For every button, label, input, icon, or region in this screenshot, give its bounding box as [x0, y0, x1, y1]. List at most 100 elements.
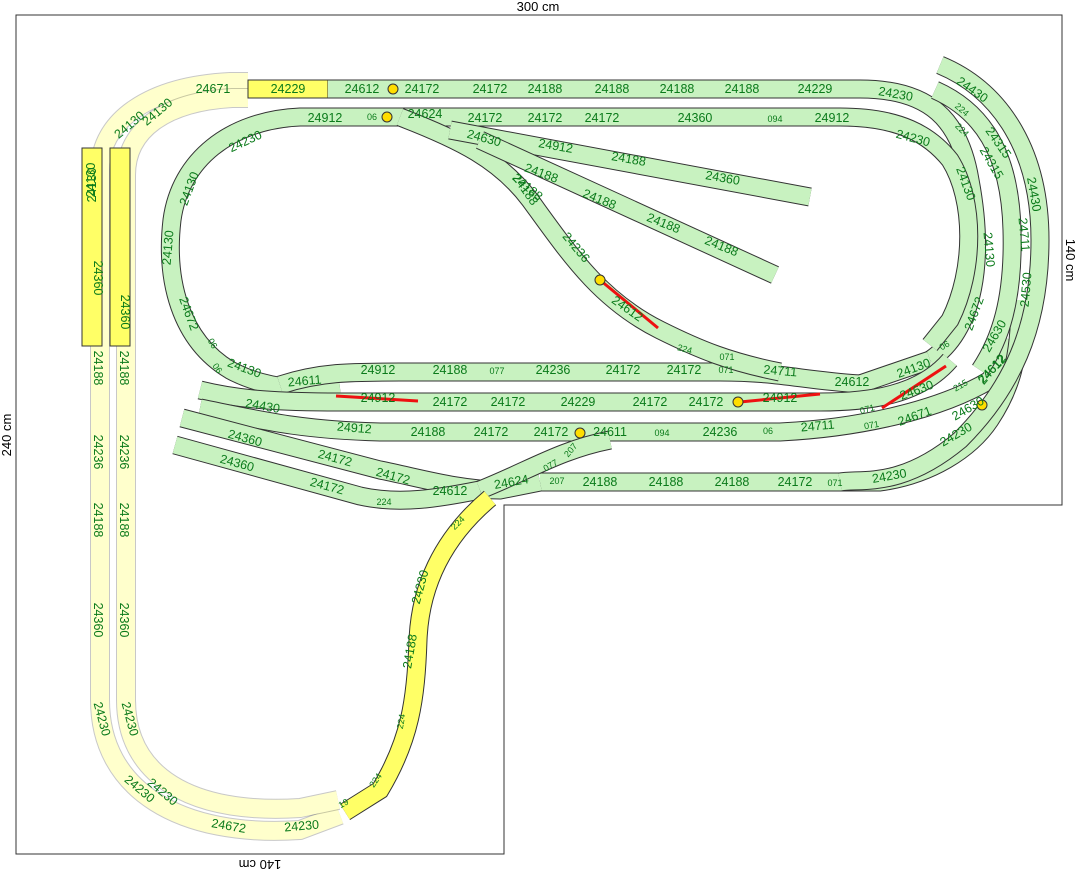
track-piece-label: 24130	[980, 232, 997, 268]
track-piece-label: 06	[367, 112, 377, 122]
track-piece-label: 24612	[835, 375, 870, 389]
lower-row	[198, 335, 1019, 442]
inner-top-row	[277, 351, 934, 395]
track-piece-label: 24172	[474, 425, 509, 439]
track-piece-label: 24671	[196, 82, 231, 96]
track-piece-label: 24912	[763, 391, 798, 405]
yellow-straight-left-a	[81, 147, 103, 347]
track-piece-label: 24188	[400, 633, 420, 670]
track-piece-label: 24711	[1016, 217, 1033, 252]
track-piece-label: 24612	[433, 484, 468, 498]
track-piece-label: 24188	[725, 82, 760, 96]
dimension-left: 240 cm	[0, 414, 14, 457]
yellow-branch-down	[339, 490, 497, 821]
track-piece-label: 24430	[1024, 176, 1044, 213]
track-piece-label: 207	[549, 476, 564, 486]
outer-oval	[328, 79, 986, 368]
track-piece-label: 24711	[800, 418, 835, 435]
track-piece-label: 24188	[91, 503, 105, 538]
track-piece-label: 24172	[689, 395, 724, 409]
left-return-loop	[90, 72, 344, 841]
track-piece-label: 071	[859, 402, 876, 416]
track-piece-label: 24360	[118, 295, 132, 330]
track-piece-label: 24172	[528, 111, 563, 125]
track-piece-label: 24172	[473, 82, 508, 96]
track-piece-label: 24188	[583, 475, 618, 489]
track-piece-label: 24172	[491, 395, 526, 409]
track-piece-label: 24360	[91, 261, 105, 296]
track-piece-label: 24236	[536, 363, 571, 377]
track-piece-label: 24360	[117, 603, 131, 638]
track-piece-label: 24360	[678, 111, 713, 125]
track-piece-label: 24912	[361, 363, 396, 377]
track-piece-label: 24188	[610, 149, 647, 169]
track-piece-label: 24188	[649, 475, 684, 489]
track-piece-label: 24611	[287, 373, 322, 390]
track-piece-label: 24236	[703, 425, 738, 439]
track-piece-label: 24230	[284, 818, 320, 835]
track-piece-label: 071	[863, 419, 880, 431]
left-staging	[172, 408, 612, 510]
track-piece-label: 24612	[345, 82, 380, 96]
track-piece-label: 06	[763, 426, 773, 436]
track-piece-label: 24229	[798, 82, 833, 96]
track-piece-label: 24912	[336, 420, 372, 437]
track-piece-label: 24130	[84, 163, 98, 198]
track-piece-label: 24188	[91, 351, 105, 386]
track-piece-label: 24172	[534, 425, 569, 439]
inner-left-curve	[160, 107, 375, 399]
track-piece-label: 24229	[561, 395, 596, 409]
track-piece-label: 24188	[117, 503, 131, 538]
track-piece-label: 24188	[411, 425, 446, 439]
diagonal-crossing	[396, 108, 782, 382]
dimension-top: 300 cm	[517, 0, 560, 14]
track-piece-label: 24360	[704, 168, 741, 188]
track-piece-label: 24188	[433, 363, 468, 377]
sidings	[448, 120, 812, 284]
board-outline	[15, 14, 1063, 855]
track-piece-label: 24172	[405, 82, 440, 96]
track-piece-label: 24611	[593, 425, 627, 439]
track-piece-label: 06	[210, 361, 224, 375]
second-row	[375, 107, 979, 351]
track-piece-label: 24188	[715, 475, 750, 489]
yellow-straight-left-b	[109, 147, 131, 347]
track-piece-label: 24912	[815, 111, 850, 125]
track-piece-label: 24188	[660, 82, 695, 96]
track-piece-label: 224	[395, 713, 407, 730]
track-piece-label: 094	[654, 428, 669, 438]
track-piece-label: 24130	[160, 230, 177, 266]
track-piece-label: 24130	[85, 168, 99, 203]
dimension-right: 140 cm	[1063, 239, 1077, 282]
track-piece-label: 24624	[408, 107, 443, 121]
track-piece-label: 24172	[667, 363, 702, 377]
track-piece-label: 06	[206, 337, 220, 351]
track-piece-label: 24172	[585, 111, 620, 125]
track-piece-label: 24172	[633, 395, 668, 409]
track-piece-label: 24172	[606, 363, 641, 377]
track-piece-label: 077	[489, 366, 504, 376]
dimension-bottom: 140 cm	[239, 857, 282, 870]
track-piece-label: 24912	[537, 136, 574, 156]
track-piece-label: 071	[719, 352, 734, 362]
track-piece-label: 24188	[117, 351, 131, 386]
track-piece-label: 24229	[271, 82, 306, 96]
track-piece-label: 06	[938, 339, 952, 353]
track-piece-label: 224	[676, 342, 693, 356]
track-piece-label: 24188	[595, 82, 630, 96]
signal-dots	[381, 83, 988, 439]
track-piece-label: 24236	[91, 435, 105, 470]
track-piece-label: 24912	[361, 391, 396, 405]
track-piece-label: 224	[376, 497, 391, 507]
track-piece-label: 24912	[308, 111, 343, 125]
track-piece-label: 24188	[528, 82, 563, 96]
track-piece-label: 24172	[778, 475, 813, 489]
track-piece-label: 24430	[244, 396, 281, 416]
track-piece-label: 24360	[91, 603, 105, 638]
track-piece-label: 071	[718, 365, 733, 375]
track-piece-label: 19	[337, 797, 351, 811]
track-piece-label: 24711	[763, 363, 798, 380]
track-piece-label: 24172	[433, 395, 468, 409]
isolator-marks	[335, 278, 947, 410]
